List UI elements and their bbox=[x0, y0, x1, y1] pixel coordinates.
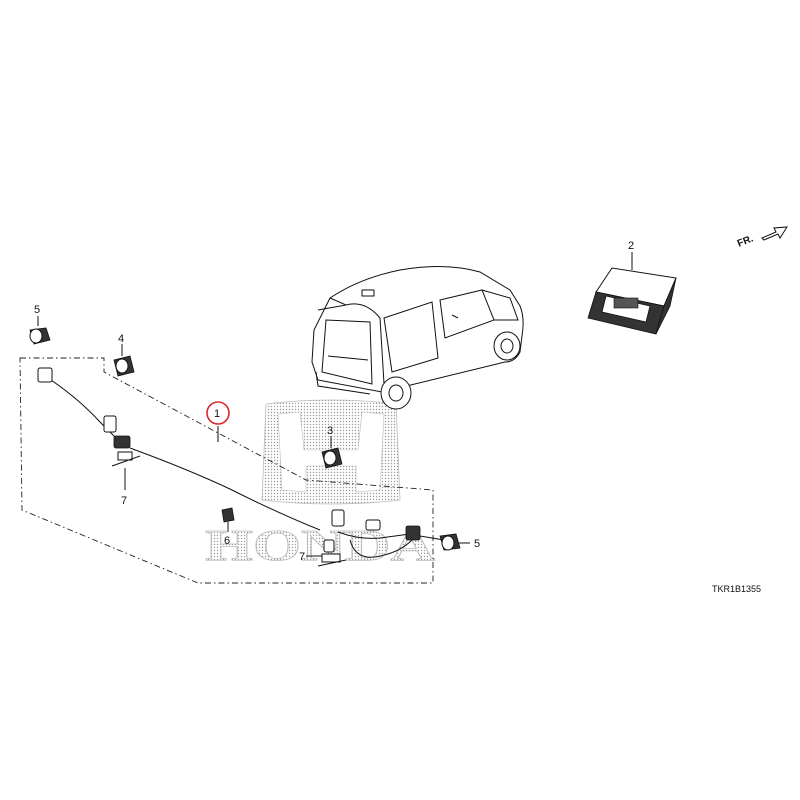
callout-2: 2 bbox=[628, 240, 634, 252]
callout-5-left: 5 bbox=[34, 304, 40, 316]
svg-text:HONDA: HONDA bbox=[205, 521, 435, 570]
parking-sensor-harness bbox=[37, 367, 445, 567]
assembly-frame bbox=[19, 357, 434, 584]
callout-4: 4 bbox=[118, 333, 124, 345]
vehicle-illustration bbox=[311, 265, 524, 410]
front-direction-indicator: FR. bbox=[736, 226, 788, 250]
control-unit-part bbox=[587, 252, 677, 335]
direction-label: FR. bbox=[736, 233, 755, 249]
callout-5-right: 5 bbox=[474, 538, 480, 550]
callout-7-right: 7 bbox=[299, 551, 305, 563]
callout-6: 6 bbox=[224, 535, 230, 547]
retainer-clip bbox=[221, 507, 235, 532]
sensor-rear-center-right bbox=[321, 436, 343, 469]
sensor-rear-right bbox=[439, 533, 470, 551]
callout-1: 1 bbox=[214, 408, 220, 420]
honda-wordmark: HONDA bbox=[205, 521, 436, 571]
leader-lines bbox=[124, 426, 322, 557]
callout-3: 3 bbox=[327, 425, 333, 437]
callout-1-highlight bbox=[206, 401, 230, 425]
callout-7-left: 7 bbox=[121, 495, 127, 507]
arrow-right-icon bbox=[761, 226, 788, 241]
sensor-rear-left bbox=[29, 316, 51, 345]
sensor-rear-center-left bbox=[113, 344, 135, 377]
diagram-code: TKR1B1355 bbox=[712, 584, 761, 594]
